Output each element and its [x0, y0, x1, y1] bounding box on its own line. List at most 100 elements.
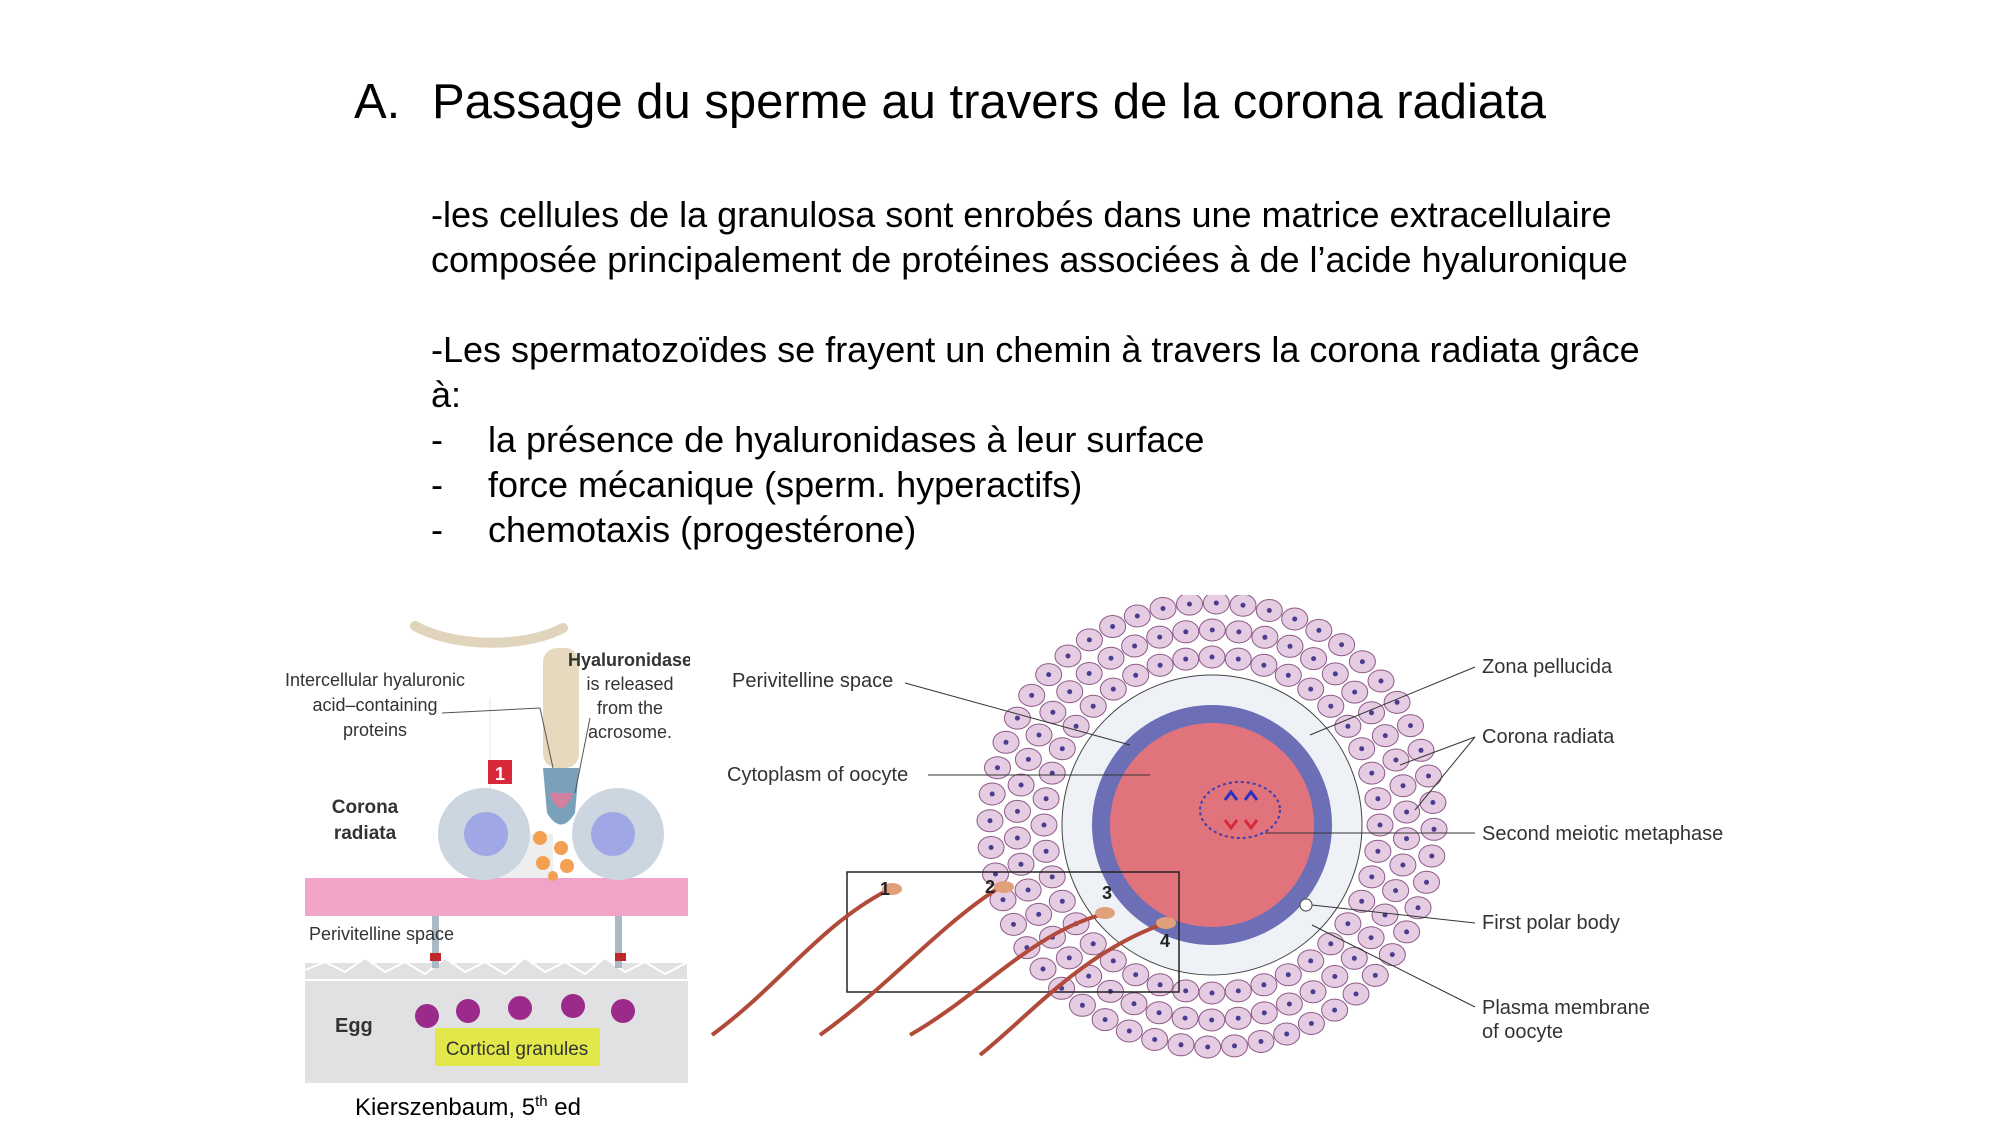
bullet-item: -chemotaxis (progestérone) [431, 507, 1731, 552]
cortical-granule [508, 996, 532, 1020]
cell-nucleus [1157, 982, 1163, 988]
leader-line [574, 717, 591, 794]
cell-nucleus [1152, 1037, 1158, 1042]
cortical-granule [561, 994, 585, 1018]
cell-nucleus [1018, 782, 1024, 788]
intercellular-label-3: proteins [343, 720, 407, 740]
cell-nucleus [1015, 808, 1020, 814]
cell-nucleus [1036, 732, 1042, 738]
cell-nucleus [1429, 853, 1435, 859]
cell-nucleus [1311, 656, 1317, 662]
cell-nucleus [1043, 796, 1049, 802]
cell-nucleus [1059, 898, 1065, 904]
cell-nucleus [1316, 627, 1322, 633]
oocyte-cytoplasm [1110, 723, 1314, 927]
cell-nucleus [1328, 703, 1334, 709]
cell-nucleus [1430, 800, 1436, 805]
cell-nucleus [1025, 756, 1031, 762]
cell-nucleus [1049, 770, 1055, 776]
cell-nucleus [1182, 1015, 1188, 1021]
cell-nucleus [1235, 988, 1241, 994]
figure-caption: Kierszenbaum, 5th ed [355, 1093, 581, 1122]
cell-nucleus [1369, 710, 1374, 716]
cell-nucleus [1232, 1043, 1237, 1049]
sperm-head-2 [994, 881, 1014, 893]
paragraph2-line1: -Les spermatozoïdes se frayent un chemin… [431, 329, 1640, 370]
hyaluronidase-label-2: is released [586, 674, 673, 694]
bullet-text: la présence de hyaluronidases à leur sur… [488, 419, 1205, 460]
perivitelline-post [432, 916, 439, 968]
cell-nucleus [1086, 637, 1092, 643]
cell-nucleus [1011, 921, 1016, 927]
cell-nucleus [1415, 905, 1421, 911]
cell-nucleus [1236, 629, 1242, 635]
cell-nucleus [1382, 733, 1388, 739]
cell-nucleus [1393, 888, 1399, 894]
bullet-item: -la présence de hyaluronidases à leur su… [431, 417, 1731, 462]
caption-suffix: ed [547, 1094, 581, 1121]
cell-nucleus [1086, 973, 1092, 979]
bullet-item: -force mécanique (sperm. hyperactifs) [431, 462, 1731, 507]
bullet-dash: - [431, 464, 443, 505]
cell-nucleus [1090, 703, 1096, 709]
polar-body-label: First polar body [1482, 912, 1620, 934]
cell-nucleus [1262, 634, 1268, 640]
meiotic-spindle [1199, 781, 1281, 839]
cell-nucleus [1235, 656, 1241, 662]
sperm-tail [410, 621, 568, 648]
title-text: Passage du sperme au travers de la coron… [432, 75, 1547, 129]
caption-superscript: th [535, 1093, 548, 1110]
cell-nucleus [1369, 770, 1375, 776]
cell-nucleus [1424, 879, 1429, 885]
cell-nucleus [1308, 958, 1314, 964]
cell-nucleus [1213, 600, 1219, 606]
cell-nucleus [1389, 952, 1395, 958]
cell-nucleus [1134, 613, 1140, 619]
cell-nucleus [1040, 966, 1046, 972]
acrosome-particle [533, 831, 547, 845]
acrosome [549, 793, 573, 808]
cell-nucleus [1065, 653, 1071, 659]
cell-nucleus [1418, 747, 1424, 753]
zona-pellucida-label: Zona pellucida [1482, 656, 1613, 678]
chromosomes-blue [1223, 789, 1259, 801]
cell-nucleus [1133, 672, 1139, 678]
intercellular-label-2: acid–containing [312, 695, 437, 715]
perivitelline-post [615, 916, 622, 968]
plasma-membrane-label-2: of oocyte [1482, 1021, 1563, 1043]
leader-line [1399, 736, 1476, 766]
cell-nucleus [1359, 659, 1365, 665]
cell-nucleus [1345, 723, 1351, 729]
cell-nucleus [1110, 958, 1116, 964]
cell-nucleus [464, 812, 508, 856]
cell-nucleus [1375, 796, 1381, 802]
cell-nucleus [1157, 634, 1163, 640]
leader-line [539, 707, 554, 769]
cell-nucleus [1431, 826, 1437, 832]
sperm-4 [978, 923, 1161, 1057]
cell-nucleus [1029, 692, 1035, 698]
cell-nucleus [1310, 989, 1316, 995]
cell-nucleus [1041, 822, 1047, 828]
cell-nucleus [1066, 955, 1072, 961]
cell-nucleus [1183, 988, 1189, 994]
cell-nucleus [1131, 1001, 1137, 1007]
acrosome-diagram: 1 Cortical granules Intercellular hyalur… [285, 621, 690, 1083]
leader-line [904, 682, 1131, 746]
cell-nucleus [1110, 624, 1116, 629]
plasma-membrane-label-1: Plasma membrane [1482, 997, 1650, 1019]
cell-nucleus [1328, 941, 1334, 947]
cell-nucleus [1014, 835, 1020, 841]
step-badge [488, 760, 512, 784]
cell-nucleus [1393, 757, 1399, 763]
hyaluronidase-label-4: acrosome. [588, 722, 672, 742]
cell-nucleus [1308, 1021, 1314, 1026]
cell-nucleus [1059, 746, 1065, 752]
cell-nucleus [1351, 955, 1357, 961]
cell-nucleus [1156, 1010, 1162, 1016]
cell-nucleus [1014, 715, 1020, 721]
cell-nucleus [1377, 822, 1383, 828]
sperm-head-1 [882, 883, 902, 895]
cell-nucleus [1178, 1042, 1184, 1048]
cell-nucleus [1284, 1031, 1290, 1037]
